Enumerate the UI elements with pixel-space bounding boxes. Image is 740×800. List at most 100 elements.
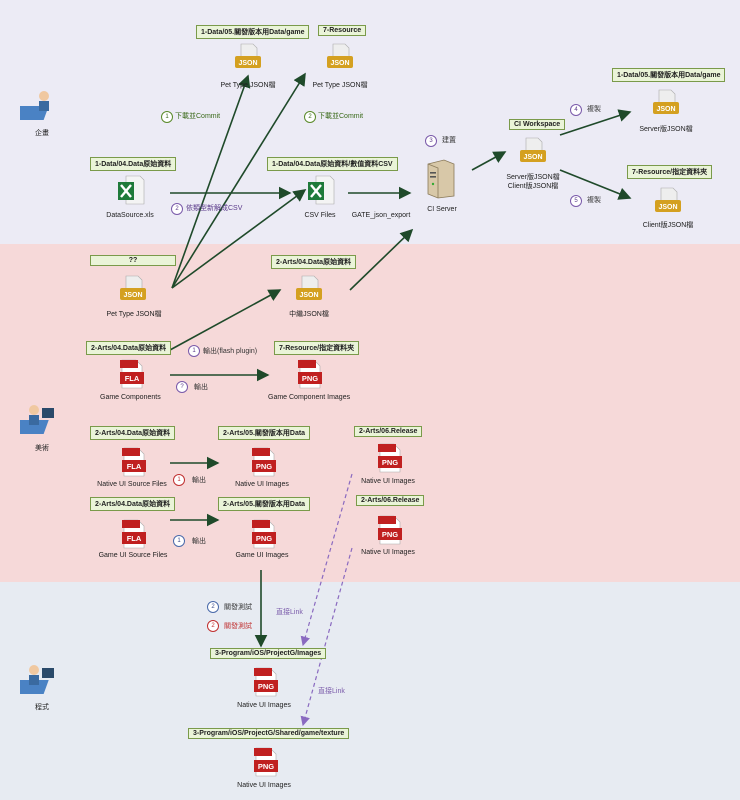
folder-label-arts-release1: 2-Arts/06.Release [354,426,423,437]
folder-label-unknown: ?? [90,255,176,266]
step-number: 2 [304,111,316,123]
artist-person-icon [20,405,54,434]
step-note: 輸出 [194,384,208,391]
ci-server-caption: CI Server [427,206,457,213]
step-number: ? [176,381,188,393]
svg-text:JSON: JSON [523,154,542,161]
game-components-caption: Game Components [100,394,161,401]
folder-label-arts-native: 2-Arts/05.關發版本用Data [218,426,311,440]
native-ui-images-caption: Native UI Images [235,481,289,488]
gate-json-export-caption: GATE_json_export [351,212,411,219]
fla-file-icon: FLA [120,359,144,389]
folder-label-arts-src1: 2-Arts/04.Data原始資料 [86,341,172,355]
step-number: 3 [425,135,437,147]
planner-band [0,0,740,244]
svg-text:JSON: JSON [123,292,142,299]
csv-files-caption: CSV Files [304,212,336,219]
server-json-file-caption: Server版JSON檔 [639,126,693,133]
svg-text:PNG: PNG [256,462,272,471]
native-ui-images-caption: Native UI Images [361,478,415,485]
json-file-icon: JSON [120,275,146,300]
step-note: 複製 [587,106,601,113]
excel-file-icon [308,175,335,205]
folder-label-resource-folder: 7-Resource/指定資料夾 [274,341,360,355]
svg-text:PNG: PNG [302,374,318,383]
svg-text:JSON: JSON [330,60,349,67]
step-number: 2 [207,620,219,632]
step-number: 1 [188,345,200,357]
json-file-icon: JSON [296,275,322,300]
step-note: 輸出(flash plugin) [203,348,258,355]
link-note: 直接Link [276,609,303,616]
server-icon [427,159,455,199]
excel-file-icon [118,175,145,205]
json-file-icon: JSON [235,43,261,68]
folder-label-arts-game: 2-Arts/05.關發版本用Data [218,497,311,511]
png-file-icon: PNG [252,447,276,477]
svg-text:PNG: PNG [382,530,398,539]
prog-native-ui-images-caption: Native UI Images [237,702,291,709]
png-file-icon: PNG [378,443,402,473]
step-note: 依類型新解成CSV [186,205,243,212]
client-json-caption: Client版JSON檔 [507,183,559,190]
folder-label-prog-images: 3-Program/iOS/ProjectG/Images [210,648,327,659]
step-note: 輸出 [192,477,206,484]
step-note: 建置 [442,137,456,144]
json-file-icon: JSON [655,187,681,212]
svg-text:FLA: FLA [125,374,140,383]
folder-label-right-data-game: 1-Data/05.關發版本用Data/game [612,68,726,82]
folder-label-resource: 7-Resource [318,25,367,36]
folder-label-data-source: 1-Data/04.Data原始資料 [90,157,177,171]
svg-text:FLA: FLA [127,534,142,543]
svg-text:JSON: JSON [656,106,675,113]
folder-label-arts-src3: 2-Arts/04.Data原始資料 [90,497,176,511]
artist-role-label: 美術 [35,445,49,452]
step-number: 2 [207,601,219,613]
game-ui-images-caption: Game UI Images [235,552,289,559]
svg-text:PNG: PNG [256,534,272,543]
native-ui-images-caption: Native UI Images [361,549,415,556]
png-file-icon: PNG [254,747,278,777]
planner-role-label: 企畫 [35,130,49,137]
json-file-icon: JSON [653,89,679,114]
game-component-images-caption: Game Component Images [268,394,351,401]
native-ui-source-caption: Native UI Source Files [97,481,167,488]
programmer-role-label: 程式 [35,704,49,711]
server-json-caption: Server版JSON檔 [506,174,560,181]
folder-label-arts-src2: 2-Arts/04.Data原始資料 [90,426,176,440]
svg-text:JSON: JSON [658,204,677,211]
step-note: 下載並Commit [175,113,221,120]
link-note: 直接Link [318,688,345,695]
step-note: 關發測試 [224,623,252,630]
folder-label-prog-texture: 3-Program/iOS/ProjectG/Shared/game/textu… [188,728,350,739]
step-number: 5 [570,195,582,207]
step-number: 2 [171,203,183,215]
pet-type-json-caption: Pet Type JSON檔 [312,82,368,89]
png-file-icon: PNG [252,519,276,549]
folder-label-ci-workspace: CI Workspace [509,119,566,130]
step-number: 1 [161,111,173,123]
pet-type-json-caption: Pet Type JSON檔 [220,82,276,89]
svg-text:JSON: JSON [299,292,318,299]
client-json-file-caption: Client版JSON檔 [642,222,694,229]
svg-text:FLA: FLA [127,462,142,471]
planner-person-icon [20,91,49,120]
folder-label-arts-release2: 2-Arts/06.Release [356,495,425,506]
step-number: 1 [173,535,185,547]
programmer-person-icon [20,665,54,694]
step-number: 1 [173,474,185,486]
png-file-icon: PNG [254,667,278,697]
svg-text:PNG: PNG [258,682,274,691]
png-file-icon: PNG [378,515,402,545]
programmer-band [0,582,740,800]
json-file-icon: JSON [520,137,546,162]
svg-text:PNG: PNG [382,458,398,467]
json-file-icon: JSON [327,43,353,68]
fla-file-icon: FLA [122,447,146,477]
folder-label-data-csv: 1-Data/04.Data原始資料/數值資料CSV [267,157,398,171]
folder-label-arts-data: 2-Arts/04.Data原始資料 [271,255,357,269]
game-ui-source-caption: Game UI Source Files [98,552,168,559]
step-note: 輸出 [192,538,206,545]
intermediate-json-caption: 中繼JSON檔 [289,311,329,318]
